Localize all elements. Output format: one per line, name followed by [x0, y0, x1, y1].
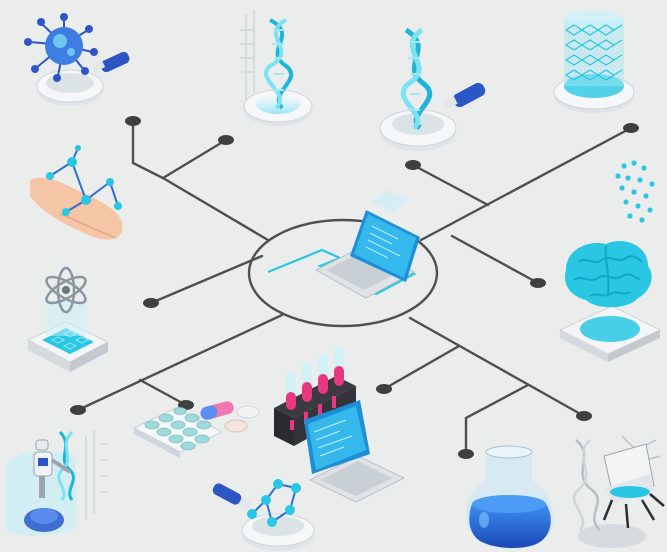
molecule-hand-icon [30, 145, 123, 240]
line-left [149, 254, 264, 305]
central-laptop-icon [267, 190, 420, 299]
node [530, 278, 546, 288]
line-bottom-right-stub [382, 344, 461, 391]
node [458, 449, 474, 459]
virus-magnifier-icon [24, 13, 130, 106]
line-bottom-left-stub [138, 378, 188, 407]
molecule-dish-magnifier-icon [212, 479, 315, 551]
dna-magnifier-icon [379, 27, 486, 151]
node [576, 411, 592, 421]
robot-dna-icon [6, 430, 108, 536]
pills-icon [132, 401, 260, 458]
network-lines [76, 119, 633, 456]
atom-chip-icon [26, 266, 110, 372]
dna-hologram-icon [240, 10, 313, 126]
test-tubes-laptop-icon [274, 346, 406, 503]
node [218, 135, 234, 145]
node [405, 160, 421, 170]
line-bottom-right [408, 316, 586, 418]
line-top-left-stub [161, 138, 228, 180]
network-nodes [70, 116, 639, 459]
line-bottom-left [76, 313, 284, 412]
molecule-cylinder-icon [553, 10, 635, 113]
node [125, 116, 141, 126]
particles-icon [615, 160, 655, 223]
center-ellipse [247, 218, 439, 328]
dna-nanobot-icon [572, 435, 665, 548]
line-right [450, 234, 540, 285]
node [623, 123, 639, 133]
flask-icon [466, 445, 554, 549]
line-top-left [131, 119, 270, 242]
node [70, 405, 86, 415]
line-top-right [419, 126, 633, 242]
node [376, 384, 392, 394]
brain-hologram-icon [558, 240, 662, 362]
node [143, 298, 159, 308]
line-bottom-right-drop [464, 383, 530, 456]
line-top-right-stub [411, 163, 490, 207]
